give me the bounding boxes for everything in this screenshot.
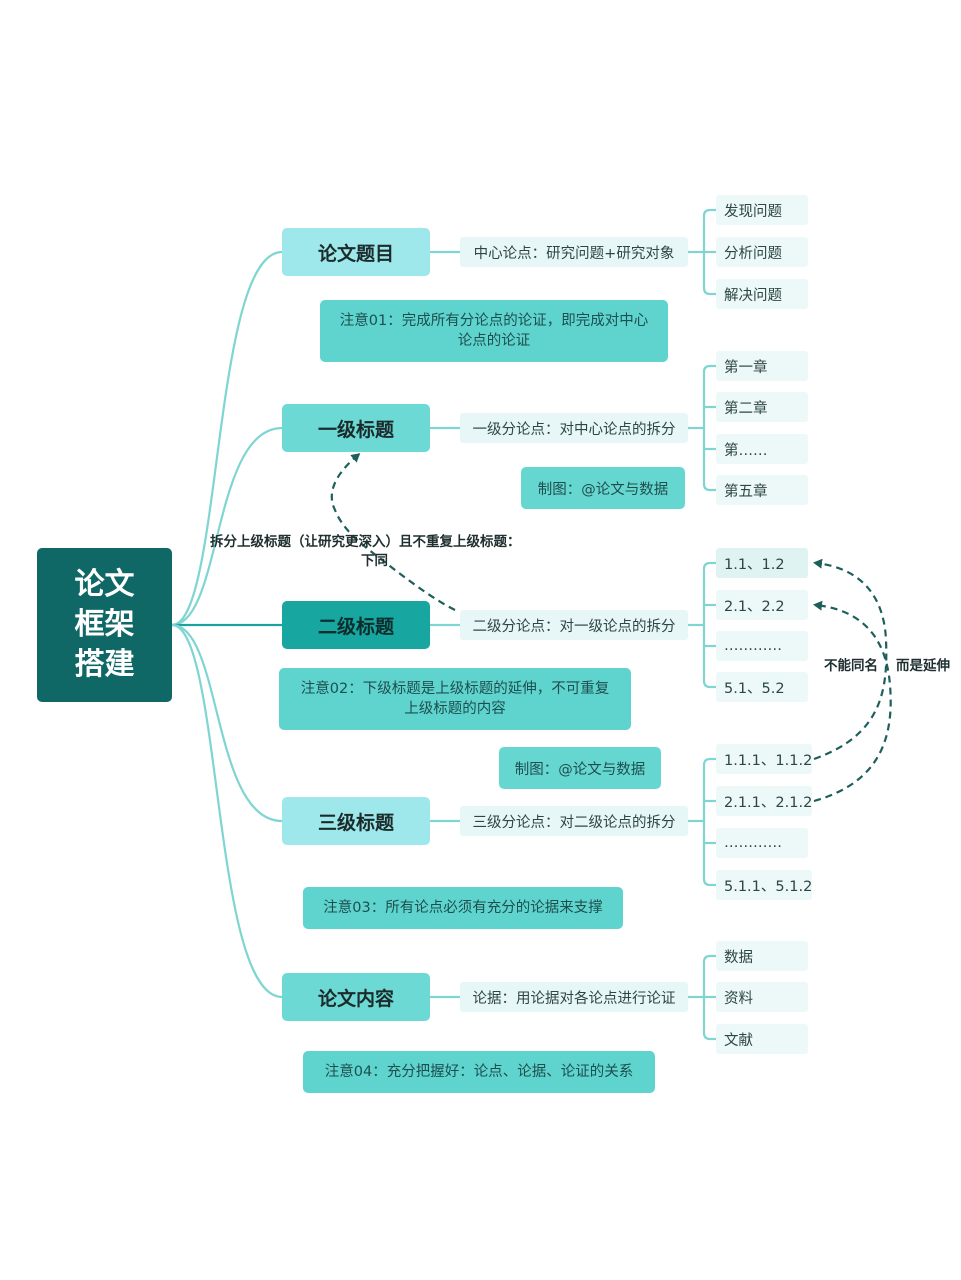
note-02-line-1: 注意02：下级标题是上级标题的延伸，不可重复 <box>300 681 610 697</box>
leaf-materials: 资料 <box>716 982 808 1012</box>
root-line-3: 搭建 <box>74 647 135 682</box>
dashed-arrow-level2-to-level1 <box>330 453 456 611</box>
annotation-not-same-name: 不能同名 <box>822 654 880 674</box>
note-02: 注意02：下级标题是上级标题的延伸，不可重复 上级标题的内容 <box>279 668 631 730</box>
content-point: 论据：用论据对各论点进行论证 <box>460 982 688 1012</box>
level2-heading: 二级标题 <box>282 601 430 649</box>
root-node: 论文 框架 搭建 <box>37 548 172 702</box>
leaf-discover-problem: 发现问题 <box>716 195 808 225</box>
root-line-1: 论文 <box>74 567 135 602</box>
note-01-line-1: 注意01：完成所有分论点的论证，即完成对中心 <box>339 313 649 329</box>
leaf-data: 数据 <box>716 941 808 971</box>
note-04: 注意04：充分把握好：论点、论据、论证的关系 <box>303 1051 655 1093</box>
level1-heading: 一级标题 <box>282 404 430 452</box>
leaf-2-1-1-2-1-2: 2.1.1、2.1.2 <box>716 786 812 816</box>
leaf-1-1-1-1-1-2: 1.1.1、1.1.2 <box>716 744 812 774</box>
bracket-level2 <box>688 561 716 689</box>
annotation-split-line-2: 下同 <box>361 553 388 569</box>
note-02-line-2: 上级标题的内容 <box>404 701 506 717</box>
annotation-split-line-1: 拆分上级标题（让研究更深入）且不重复上级标题： <box>210 534 521 550</box>
credit-2: 制图：@论文与数据 <box>499 747 661 789</box>
leaf-5-1-1-5-1-2: 5.1.1、5.1.2 <box>716 870 812 900</box>
bracket-level1 <box>688 364 716 492</box>
note-03: 注意03：所有论点必须有充分的论据来支撑 <box>303 887 623 929</box>
bracket-topic <box>688 208 716 296</box>
leaf-literature: 文献 <box>716 1024 808 1054</box>
leaf-solve-problem: 解决问题 <box>716 279 808 309</box>
level3-point: 三级分论点：对二级论点的拆分 <box>460 806 688 836</box>
root-line-2: 框架 <box>74 607 135 642</box>
leaf-2-1-2-2: 2.1、2.2 <box>716 590 808 620</box>
dashed-arrow-111-to-11 <box>813 558 888 761</box>
leaf-chapter-2: 第二章 <box>716 392 808 422</box>
leaf-5-1-5-2: 5.1、5.2 <box>716 672 808 702</box>
bracket-level3 <box>688 757 716 887</box>
annotation-extension: 而是延伸 <box>894 654 952 674</box>
note-01-line-2: 论点的论证 <box>457 333 531 349</box>
link-root-topic <box>171 250 283 627</box>
topic-central-point: 中心论点：研究问题+研究对象 <box>460 237 688 267</box>
content-heading: 论文内容 <box>282 973 430 1021</box>
bracket-content <box>688 954 716 1041</box>
link-root-level3 <box>171 623 283 823</box>
topic-heading: 论文题目 <box>282 228 430 276</box>
leaf-ellipsis-level2: ………… <box>716 631 808 661</box>
level1-point: 一级分论点：对中心论点的拆分 <box>460 413 688 443</box>
leaf-ellipsis-level3: ………… <box>716 828 808 858</box>
link-root-level1 <box>171 426 283 627</box>
leaf-chapter-5: 第五章 <box>716 475 808 505</box>
note-01: 注意01：完成所有分论点的论证，即完成对中心 论点的论证 <box>320 300 668 362</box>
level2-point: 二级分论点：对一级论点的拆分 <box>460 610 688 640</box>
leaf-analyze-problem: 分析问题 <box>716 237 808 267</box>
leaf-1-1-1-2: 1.1、1.2 <box>716 548 808 578</box>
level3-heading: 三级标题 <box>282 797 430 845</box>
link-root-content <box>171 623 283 999</box>
dashed-arrow-211-to-21 <box>813 600 892 803</box>
leaf-chapter-n: 第…… <box>716 434 808 464</box>
leaf-chapter-1: 第一章 <box>716 351 808 381</box>
credit-1: 制图：@论文与数据 <box>521 467 685 509</box>
